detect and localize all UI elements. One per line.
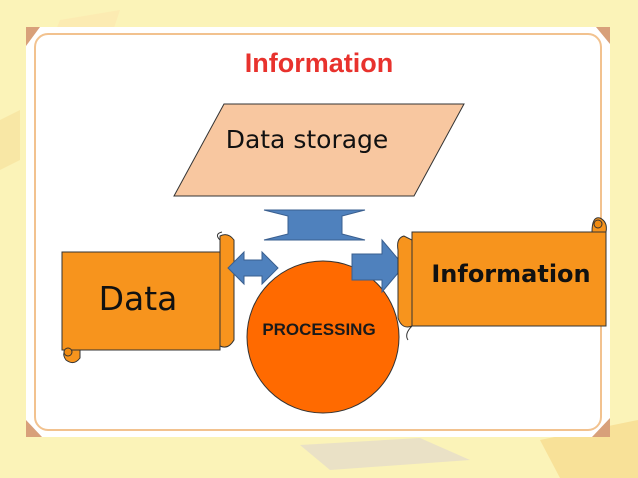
data-storage-shape <box>173 103 465 197</box>
processing-label: PROCESSING <box>262 320 376 339</box>
data-label: Data <box>98 279 178 318</box>
slide-title: Information <box>244 48 394 78</box>
corner-accents <box>26 27 610 437</box>
information-label: Information <box>431 260 591 288</box>
information-scroll <box>397 217 607 341</box>
processing-circle <box>246 260 400 414</box>
storage-processing-arrow <box>263 209 366 241</box>
data-storage-label: Data storage <box>225 125 389 154</box>
data-processing-arrow <box>227 250 279 286</box>
data-scroll <box>61 231 235 364</box>
processing-information-arrow <box>351 238 405 294</box>
